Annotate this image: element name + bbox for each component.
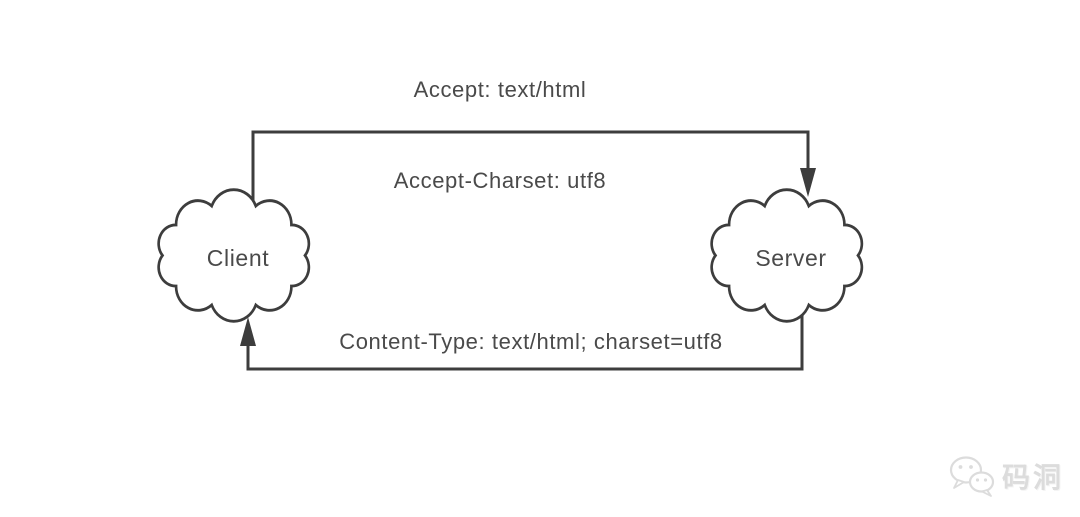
response-arrowhead-icon — [240, 317, 256, 346]
response-header-content-type-label: Content-Type: text/html; charset=utf8 — [339, 329, 723, 354]
wechat-icon — [949, 456, 995, 497]
watermark: 码洞 — [949, 455, 1064, 497]
server-node-label: Server — [755, 245, 827, 271]
watermark-text: 码洞 — [1001, 462, 1064, 493]
request-header-accept-label: Accept: text/html — [413, 77, 587, 102]
server-cloud — [710, 188, 864, 323]
client-cloud-shape — [157, 188, 311, 323]
client-node-label: Client — [206, 245, 270, 271]
response-arrow-line — [246, 305, 804, 371]
request-arrowhead-icon — [800, 168, 816, 197]
client-cloud — [157, 188, 311, 323]
request-arrow-line — [251, 130, 810, 210]
request-header-accept-charset-label: Accept-Charset: utf8 — [393, 168, 607, 193]
server-cloud-shape — [710, 188, 864, 323]
